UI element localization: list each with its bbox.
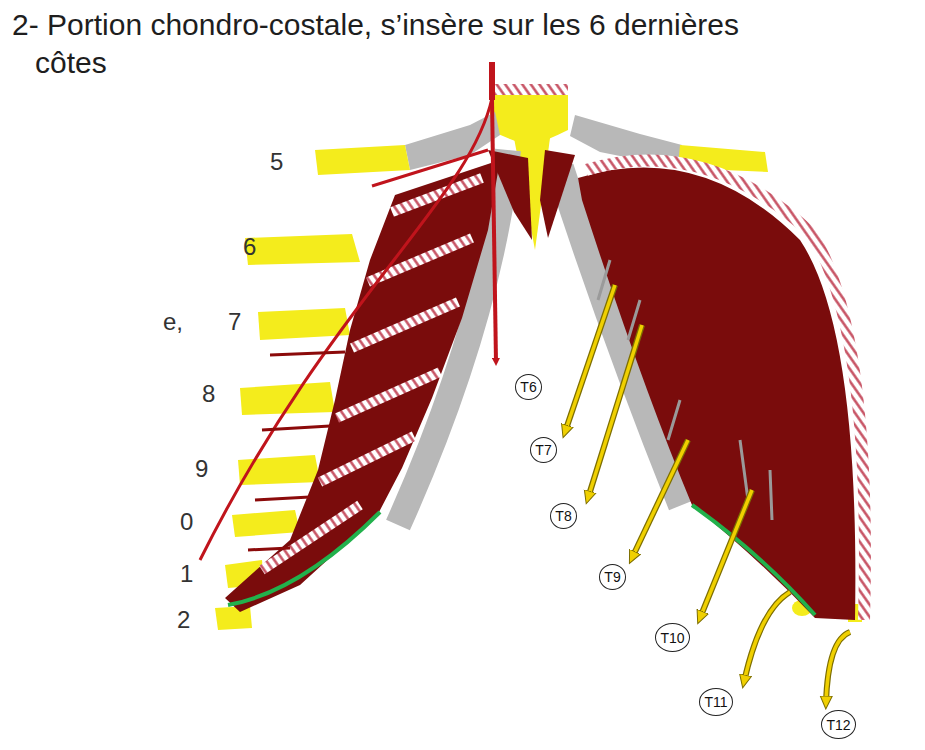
rib-number: 0 <box>180 508 193 536</box>
rib-number: e, <box>163 308 183 336</box>
segment-label: T9 <box>604 569 620 585</box>
blood-vessels <box>200 98 492 560</box>
ribs <box>232 510 300 537</box>
nerve-arrows <box>588 325 642 498</box>
segment-circle: T11 <box>699 688 733 716</box>
segment-label: T10 <box>660 630 684 646</box>
nerve-arrows <box>565 285 615 432</box>
blood-vessels <box>489 62 495 100</box>
rib-number: 7 <box>228 308 241 336</box>
diaphragm-muscle <box>225 160 500 612</box>
diaphragm-muscle <box>540 150 575 238</box>
diaphragm-muscle <box>392 178 482 212</box>
nerve-arrows <box>565 285 850 703</box>
blood-vessels <box>492 100 496 362</box>
diaphragm-muscle <box>337 372 440 418</box>
segment-circle: T8 <box>550 503 577 529</box>
blood-vessels <box>372 150 488 186</box>
diaphragm-muscle <box>228 512 380 605</box>
segment-circle: T12 <box>821 710 856 739</box>
nerve-arrows <box>826 632 850 703</box>
nerve-arrows <box>744 592 790 682</box>
nerve-arrows <box>700 490 752 618</box>
nerve-arrows <box>588 325 642 498</box>
ribs <box>315 145 410 175</box>
blood-vessels <box>200 62 496 560</box>
ribs <box>215 606 252 630</box>
segment-circle: T10 <box>655 623 690 652</box>
ribs <box>245 234 360 265</box>
segment-circle: T6 <box>515 374 542 400</box>
nerve-arrows <box>565 285 615 432</box>
nerve-arrows <box>632 440 688 558</box>
nerve-arrows <box>744 592 790 682</box>
diaphragm-muscle <box>586 160 865 620</box>
rib-number: 9 <box>195 455 208 483</box>
diaphragm-muscle <box>225 150 865 620</box>
segment-label: T7 <box>535 442 551 458</box>
segment-label: T11 <box>704 694 727 710</box>
rib-number: 6 <box>243 233 256 261</box>
blood-vessels <box>248 352 345 550</box>
nerve-arrows <box>826 632 850 703</box>
segment-label: T8 <box>555 508 571 524</box>
rib-number: 2 <box>177 606 190 634</box>
segment-label: T6 <box>520 379 536 395</box>
segment-label: T12 <box>826 717 850 733</box>
segment-circle: T7 <box>530 437 557 463</box>
diaphragm-muscle <box>320 436 414 482</box>
rib-number: 5 <box>270 148 283 176</box>
slide-title: 2- Portion chondro-costale, s’insère sur… <box>12 6 795 82</box>
nerve-arrows <box>632 440 688 558</box>
rib-number: 1 <box>180 560 193 588</box>
segment-circle: T9 <box>599 564 626 590</box>
diaphragm-muscle <box>352 302 458 348</box>
sternum <box>490 84 568 96</box>
diaphragm-muscle <box>262 505 360 570</box>
rib-number: 8 <box>202 380 215 408</box>
nerve-arrows <box>700 490 752 618</box>
